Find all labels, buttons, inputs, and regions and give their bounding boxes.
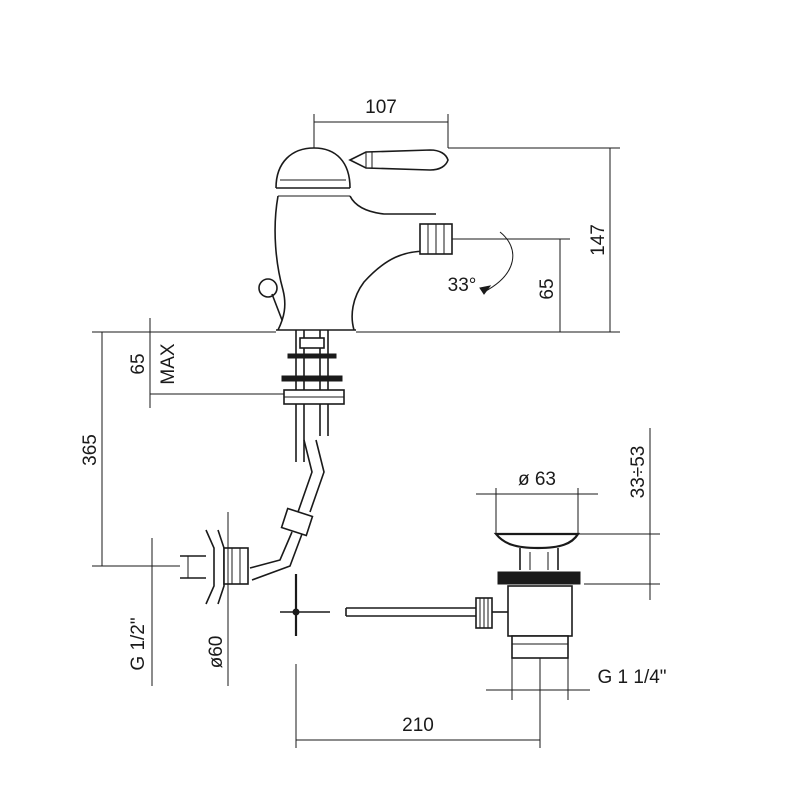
dim-supply-length: 365 <box>80 434 101 466</box>
popup-rod <box>280 574 476 636</box>
waste-assembly <box>475 532 581 659</box>
dim-width-top: 107 <box>365 97 397 118</box>
wall-connection <box>180 529 249 605</box>
dim-waste-thread: G 1 1/4" <box>597 667 666 688</box>
dim-deck-max: MAX <box>158 343 179 385</box>
dim-spout-height: 65 <box>537 278 558 299</box>
popup-knob <box>258 278 283 321</box>
dim-flange-diameter: ø60 <box>206 636 227 669</box>
dim-rod-length: 210 <box>402 715 434 736</box>
dim-waste-stroke: 33÷53 <box>628 446 649 499</box>
lever-handle <box>348 149 449 171</box>
dimension-lines <box>92 114 660 748</box>
dim-total-height: 147 <box>588 224 609 256</box>
mixer-body <box>274 147 453 331</box>
dim-supply-thread: G 1/2" <box>128 617 149 670</box>
supply-hose <box>249 439 325 581</box>
mounting-assembly <box>281 330 345 462</box>
dim-deck-thickness: 65 <box>128 353 149 374</box>
dim-waste-diameter: ø 63 <box>518 469 556 490</box>
dim-spout-angle: 33° <box>448 275 477 296</box>
